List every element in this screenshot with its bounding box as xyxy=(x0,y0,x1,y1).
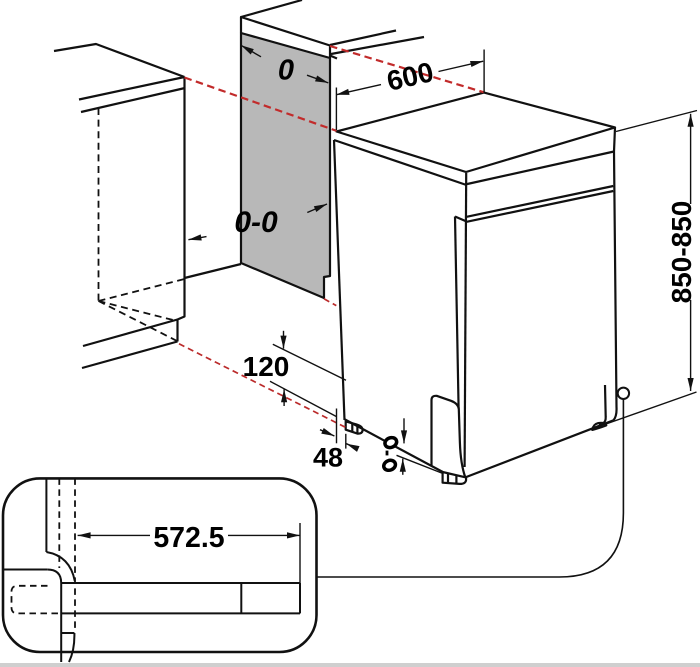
svg-text:0: 0 xyxy=(278,55,294,87)
svg-text:572.5: 572.5 xyxy=(153,522,224,554)
svg-text:120: 120 xyxy=(243,351,290,382)
svg-text:48: 48 xyxy=(313,443,343,473)
svg-text:0-0: 0-0 xyxy=(234,206,278,239)
svg-text:850-850: 850-850 xyxy=(666,201,697,304)
